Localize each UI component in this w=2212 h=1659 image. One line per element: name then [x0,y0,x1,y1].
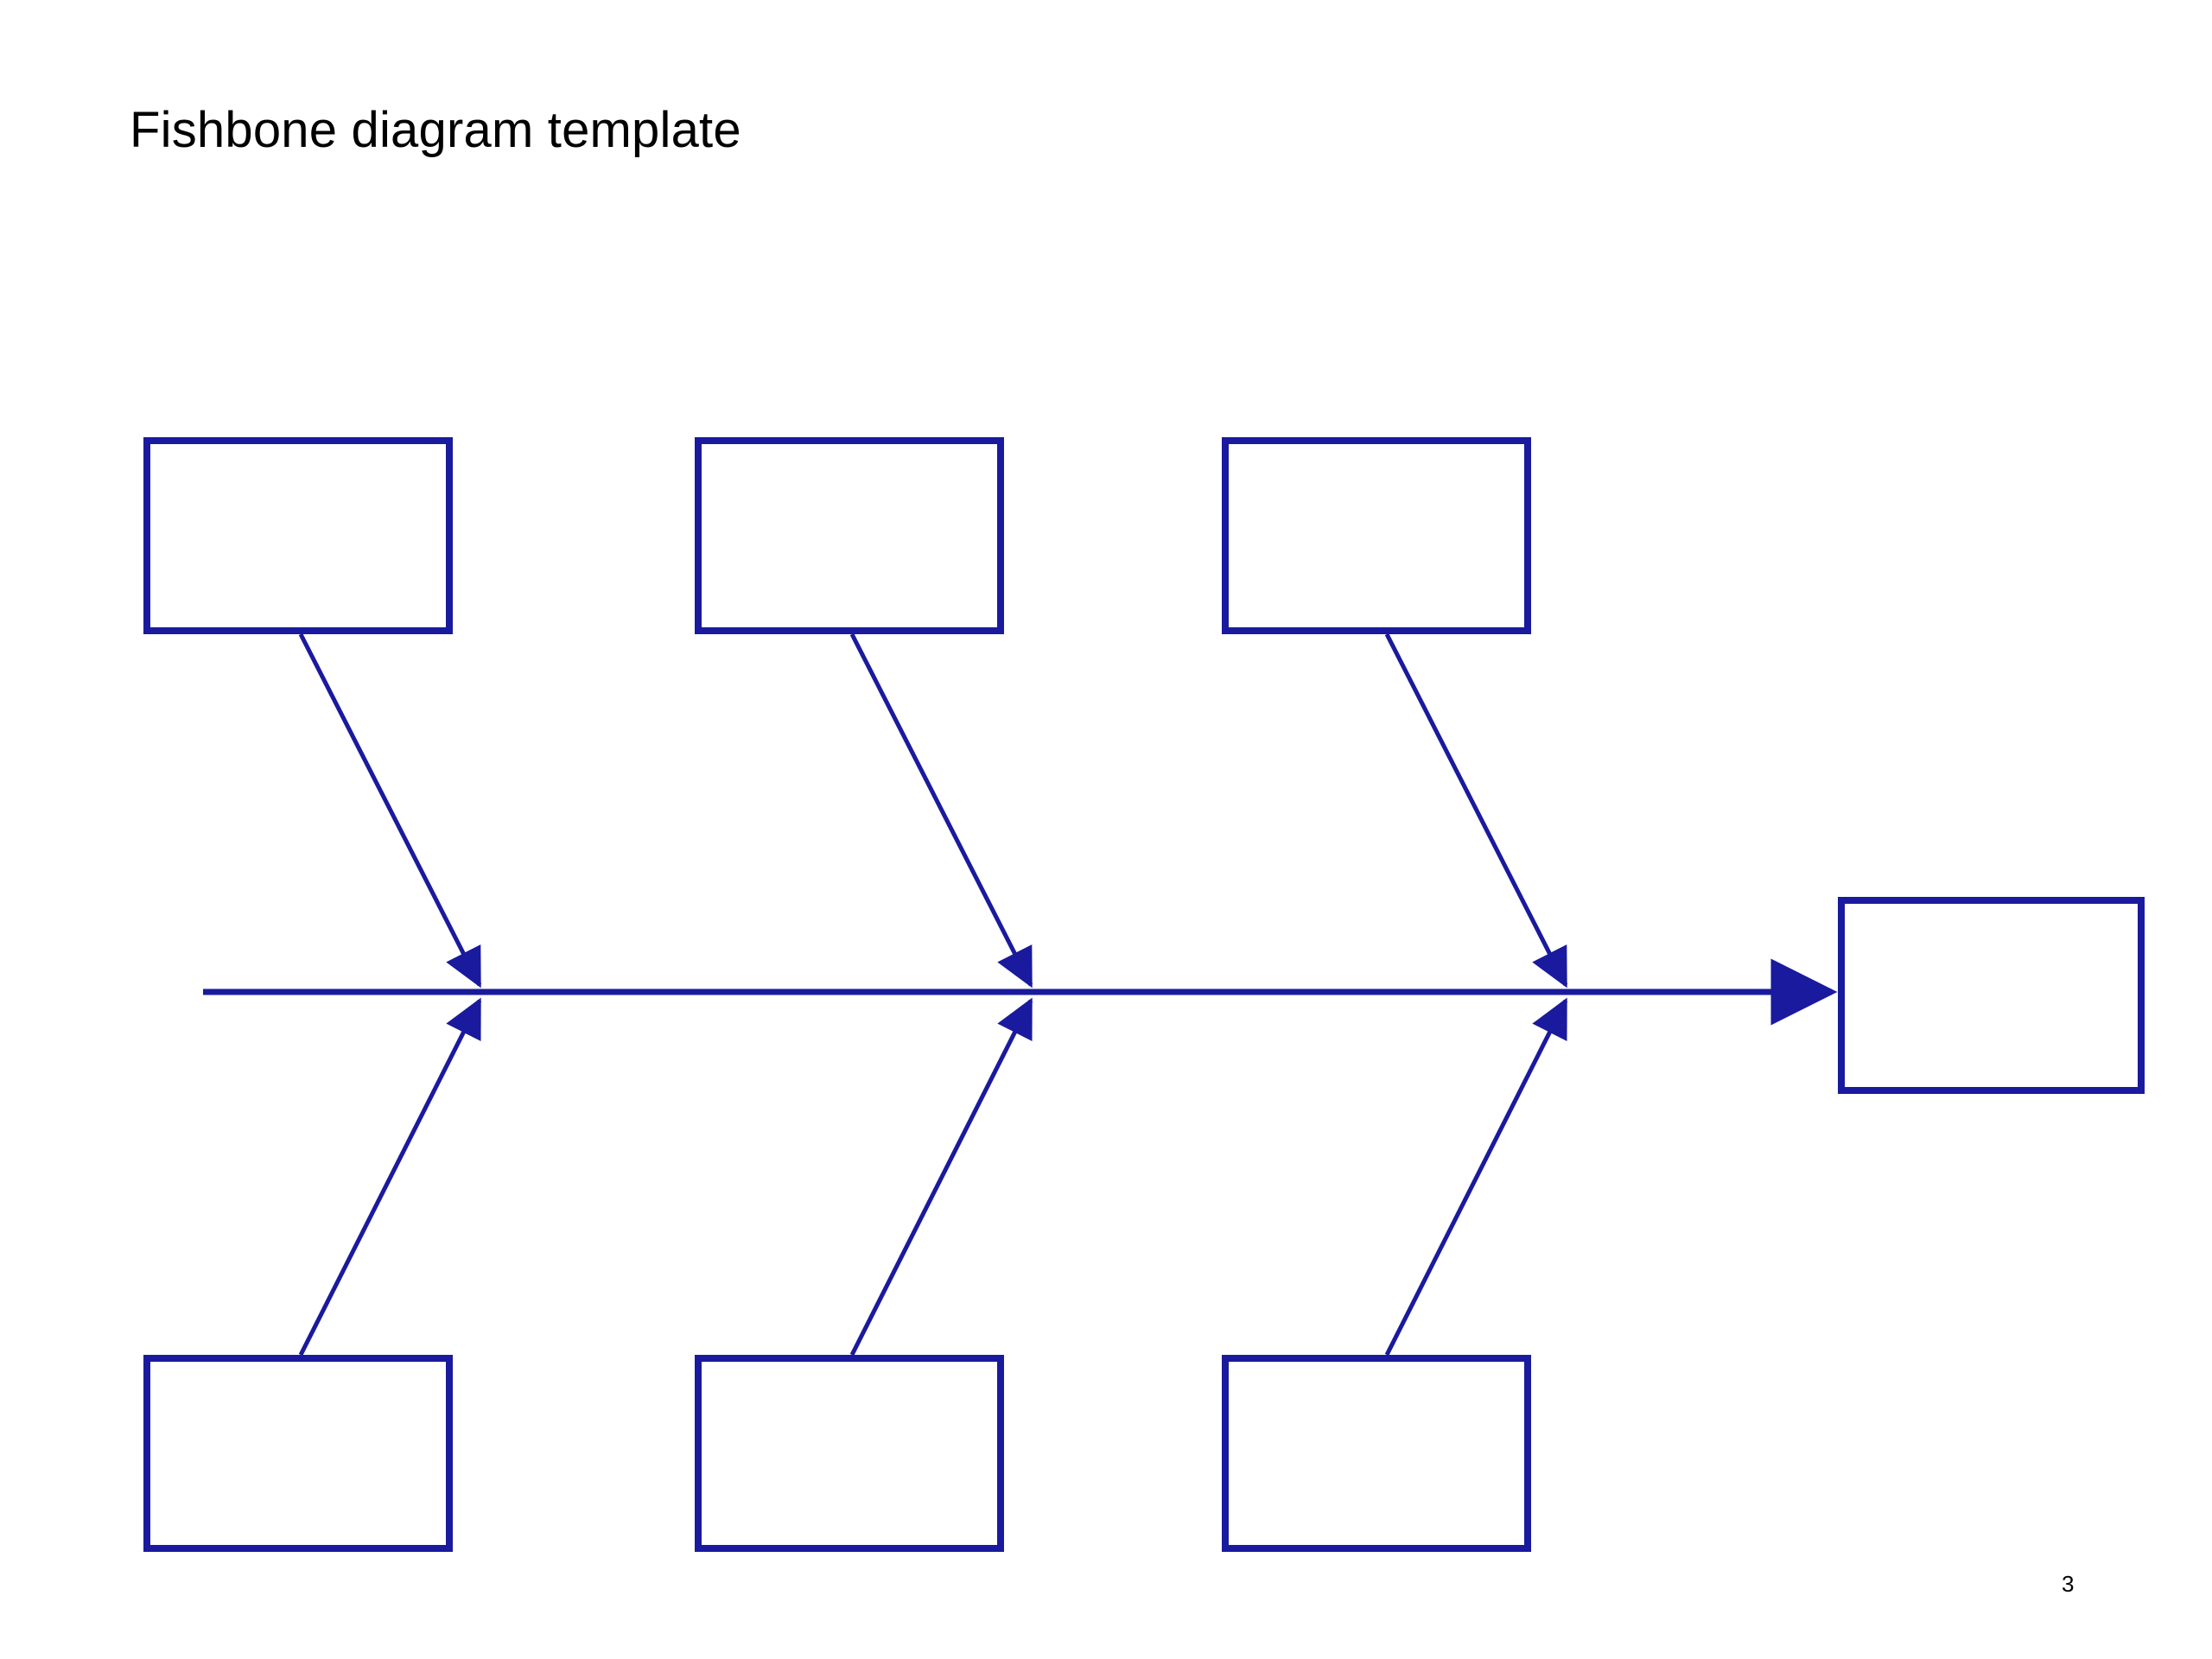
rib-connector-bottom-2 [849,997,1033,1357]
cause-box-rect[interactable] [695,437,1004,634]
cause-box-rect[interactable] [1222,437,1531,634]
cause-box-bottom-1[interactable] [143,1355,453,1552]
effect-box-rect[interactable] [1838,897,2145,1094]
cause-box-top-2[interactable] [695,437,1004,634]
page-number: 3 [2062,1571,2075,1597]
rib-connector-bottom-1 [298,997,482,1357]
effect-box[interactable] [1838,897,2145,1094]
cause-box-top-3[interactable] [1222,437,1531,634]
rib-connector-bottom-3 [1384,997,1568,1357]
cause-box-bottom-2[interactable] [695,1355,1004,1552]
page-title: Fishbone diagram template [130,102,741,158]
cause-box-bottom-3[interactable] [1222,1355,1531,1552]
rib-connector-top-1 [298,632,482,988]
cause-box-top-1[interactable] [143,437,453,634]
cause-box-rect[interactable] [695,1355,1004,1552]
cause-box-rect[interactable] [143,437,453,634]
cause-box-rect[interactable] [1222,1355,1531,1552]
rib-connector-top-3 [1384,632,1568,988]
rib-connector-top-2 [849,632,1033,988]
cause-box-rect[interactable] [143,1355,453,1552]
